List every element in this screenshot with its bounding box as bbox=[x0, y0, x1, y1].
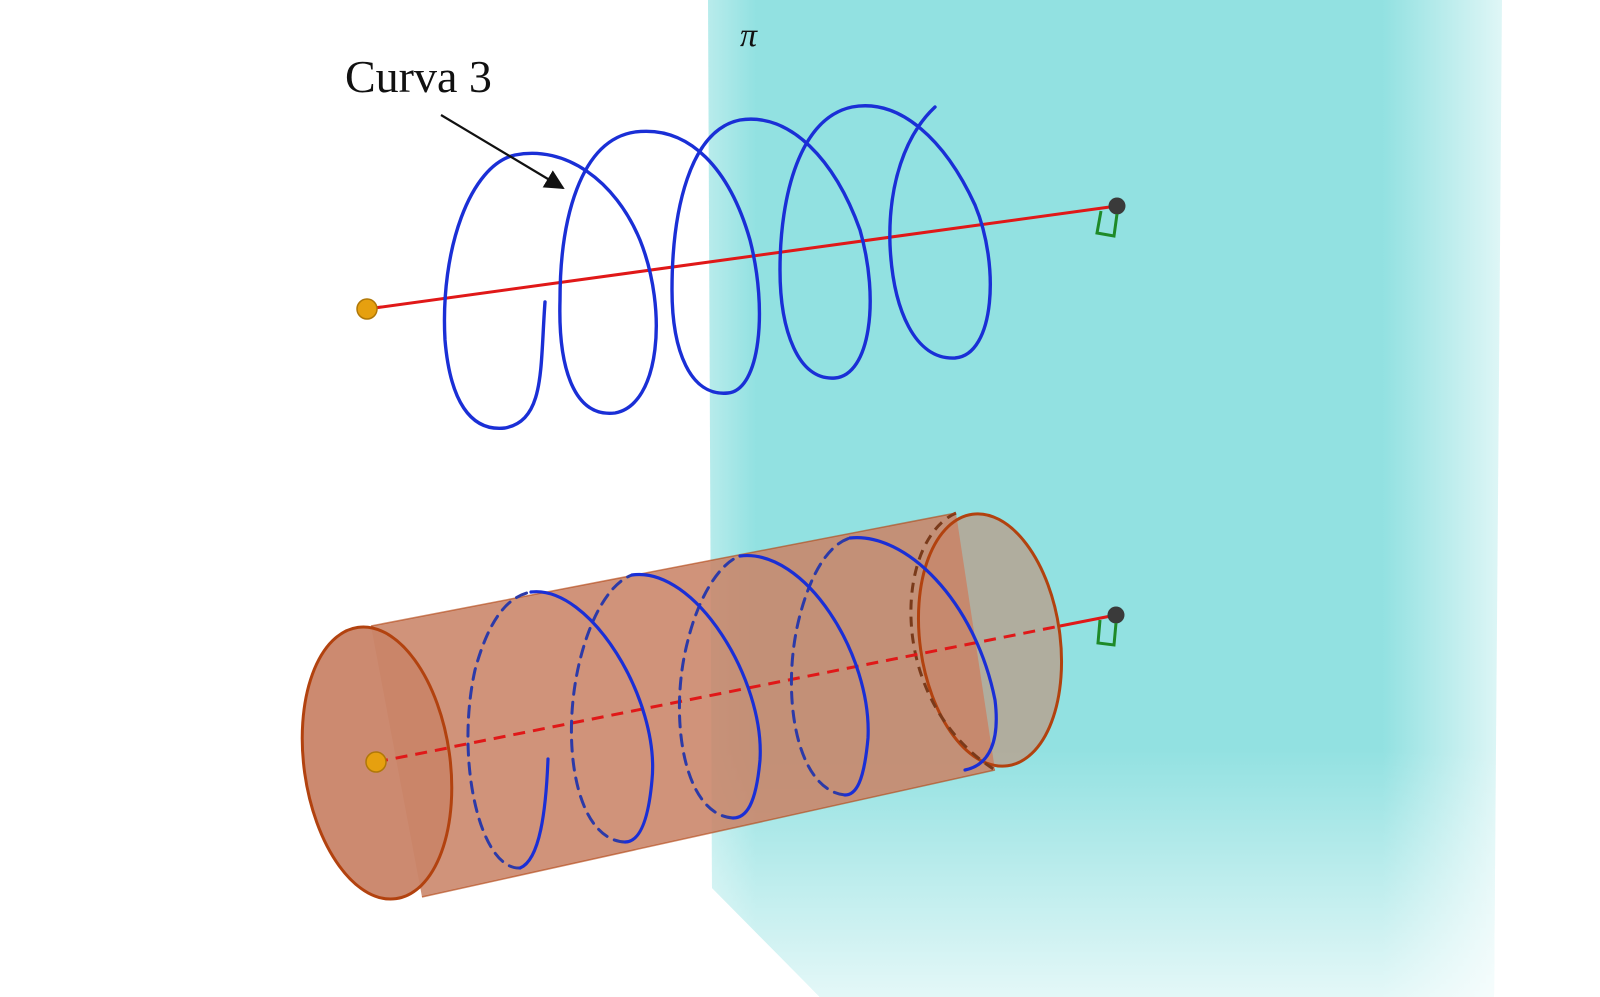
plane-fade bbox=[708, 0, 1502, 997]
bottom-axis-end-point bbox=[1107, 606, 1125, 624]
bottom-right-angle-marker bbox=[1096, 619, 1118, 647]
helix-visible-segments bbox=[518, 536, 998, 870]
curve-label: Curva 3 bbox=[345, 51, 492, 102]
bottom-figure bbox=[300, 511, 1125, 901]
bottom-axis-start-point bbox=[365, 751, 387, 773]
bottom-axis-hidden bbox=[375, 624, 1061, 764]
cylinder-top-edge bbox=[370, 512, 957, 627]
top-axis-end-point bbox=[1108, 197, 1126, 215]
top-figure bbox=[356, 104, 1126, 430]
cylinder-body bbox=[371, 513, 995, 897]
plane-pi bbox=[708, 0, 1502, 997]
cylinder-far-end-hidden-arc bbox=[909, 511, 996, 772]
cylinder-bottom-edge bbox=[421, 769, 996, 898]
bottom-axis-visible bbox=[1059, 613, 1117, 628]
helix-hidden-segments bbox=[466, 536, 852, 870]
curve-label-arrow bbox=[440, 114, 565, 190]
bottom-axis-near-segment bbox=[375, 746, 449, 764]
plane-label: π bbox=[740, 17, 758, 54]
helix-curve bbox=[442, 104, 992, 430]
top-axis-start-point bbox=[356, 298, 378, 320]
top-axis bbox=[366, 204, 1118, 311]
top-right-angle-marker bbox=[1095, 210, 1119, 238]
